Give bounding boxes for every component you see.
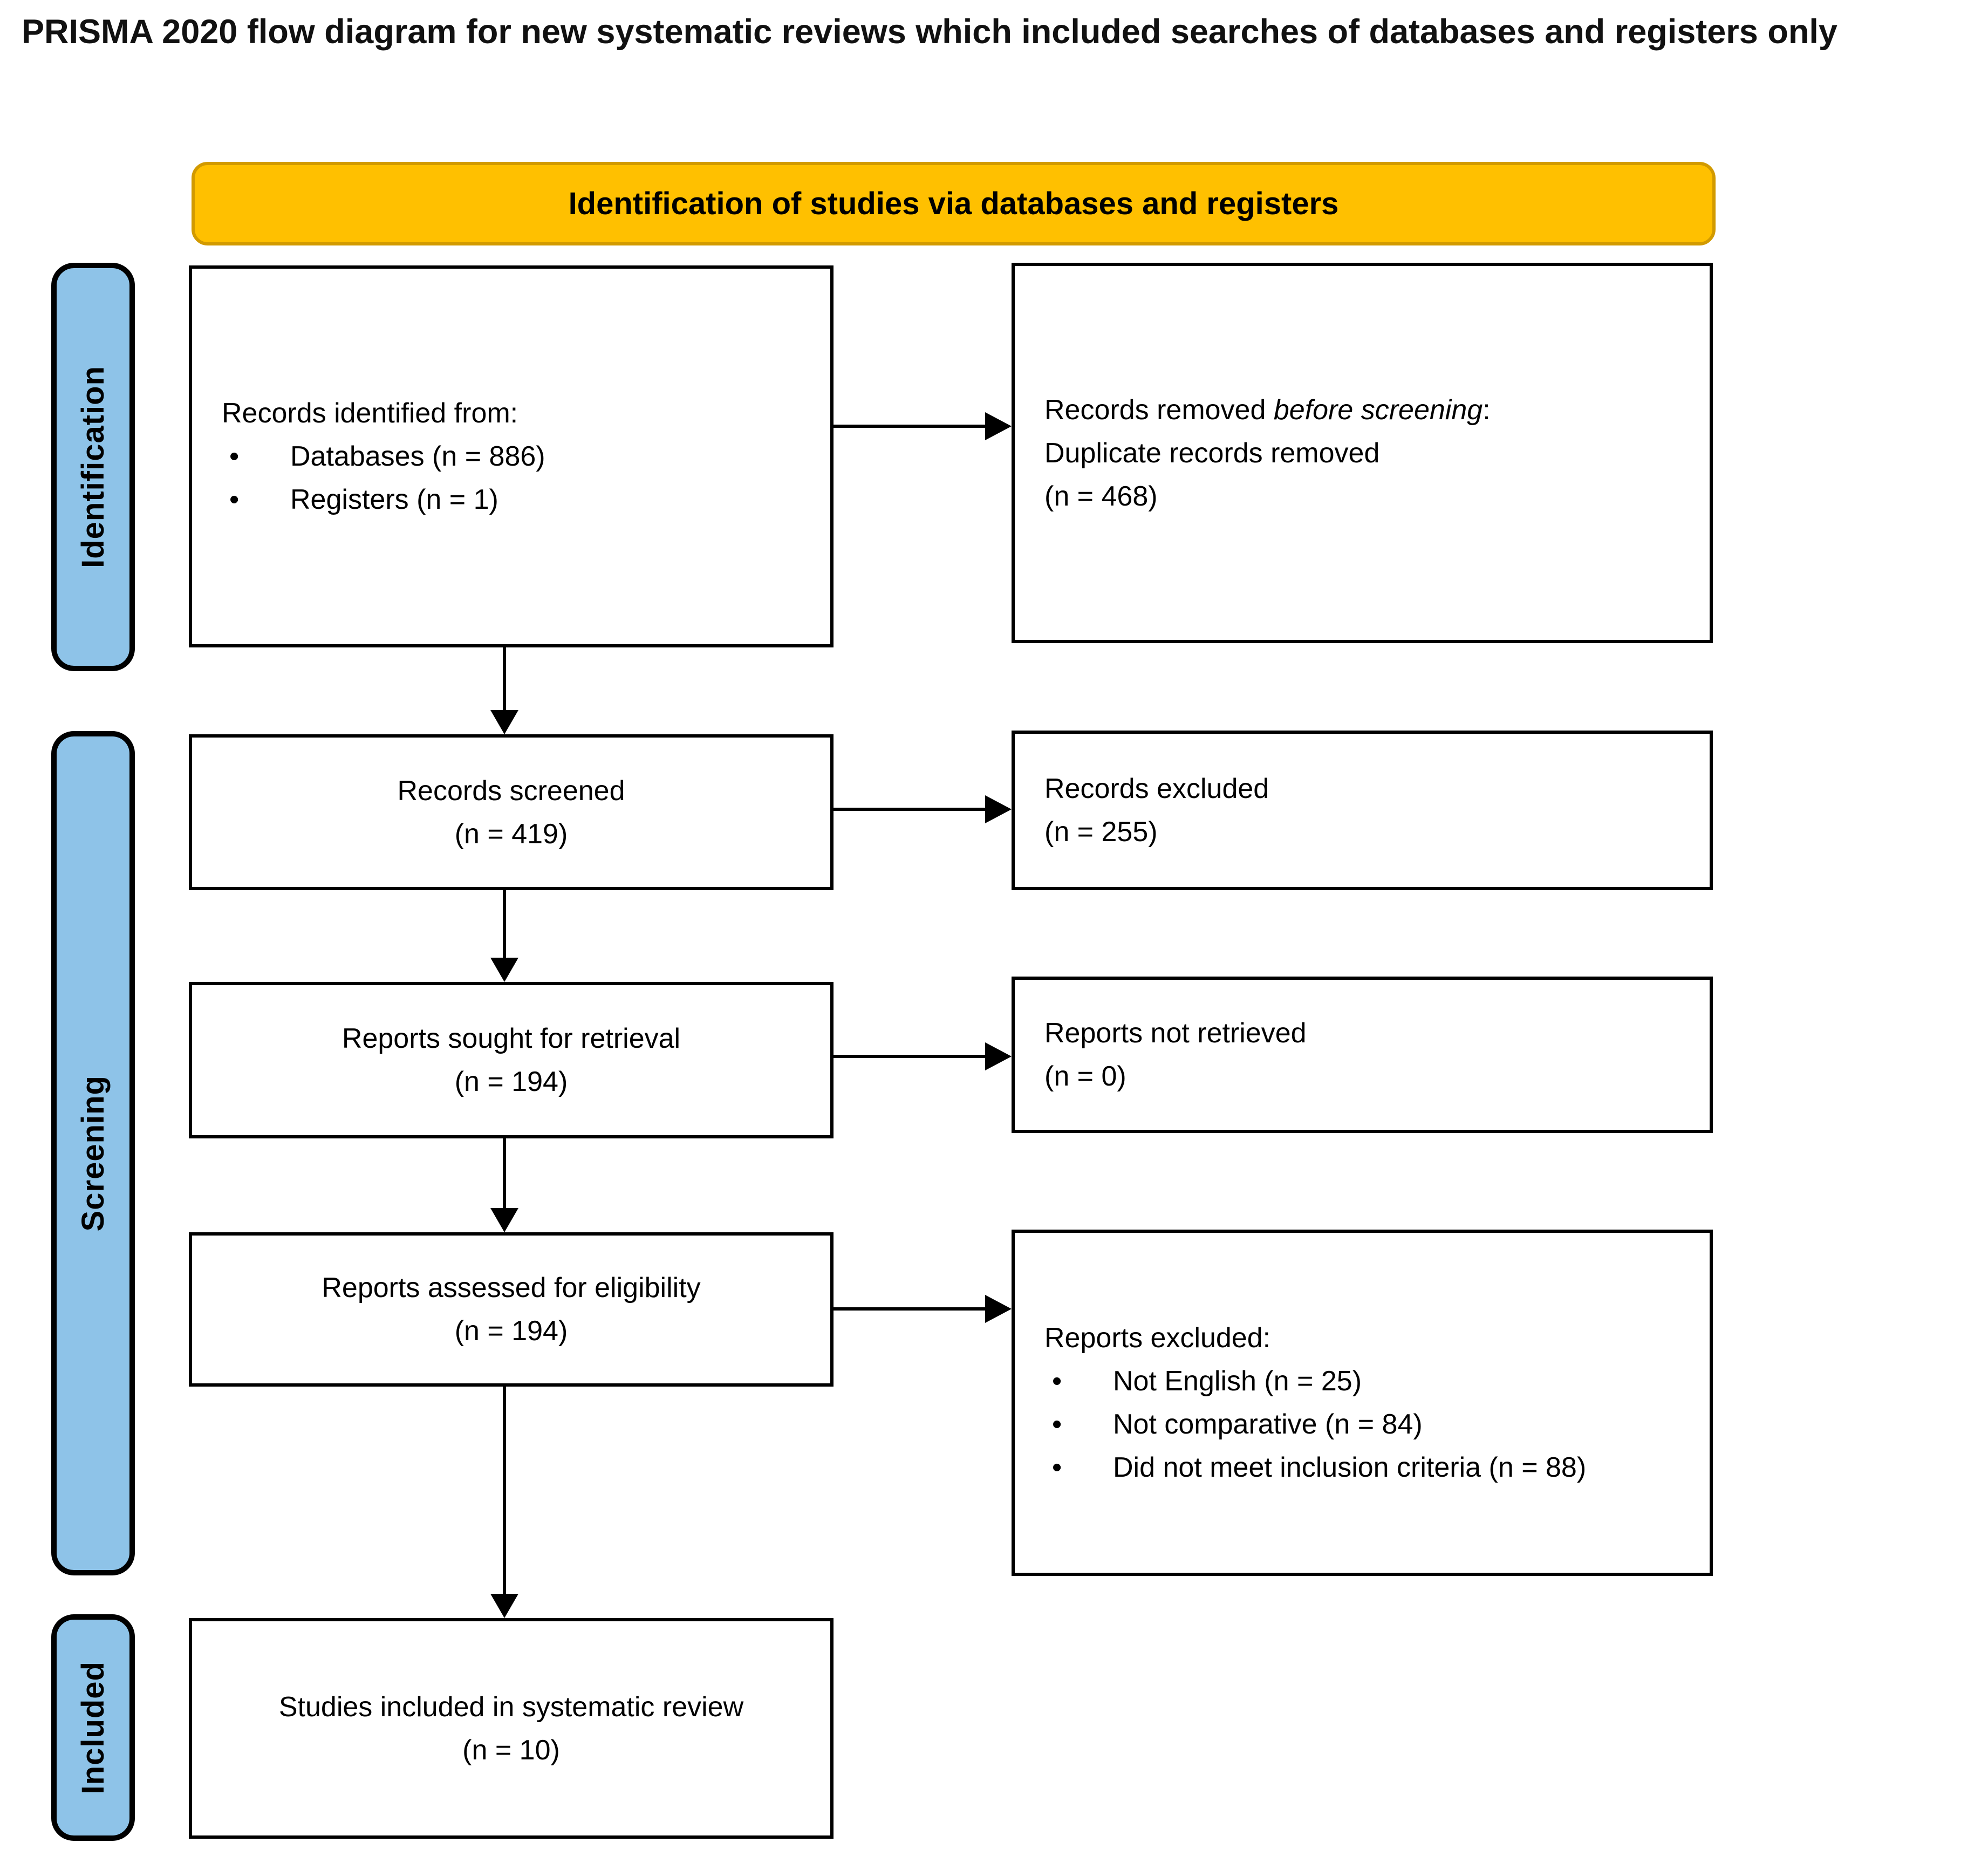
identification-header-banner: Identification of studies via databases … [192, 162, 1716, 245]
bullet-text: Did not meet inclusion criteria (n = 88) [1113, 1452, 1587, 1483]
box-records-screened: Records screened (n = 419) [189, 734, 834, 890]
box-line: Records identified from: [222, 398, 518, 429]
box-line: (n = 255) [1044, 816, 1158, 848]
connector-line [834, 1307, 987, 1311]
box-line: Reports assessed for eligibility [322, 1272, 701, 1304]
arrow-down-icon [490, 1208, 518, 1232]
bullet-item: • Not English (n = 25) [1044, 1360, 1362, 1403]
box-line: Records excluded [1044, 773, 1269, 804]
arrow-down-icon [490, 1594, 518, 1618]
box-line-segment: : [1483, 394, 1491, 426]
box-line: (n = 194) [454, 1066, 568, 1097]
box-reports-excluded: Reports excluded: • Not English (n = 25)… [1012, 1230, 1713, 1576]
box-line: (n = 0) [1044, 1061, 1126, 1092]
box-records-excluded: Records excluded (n = 255) [1012, 731, 1713, 890]
connector-line [503, 890, 506, 959]
bullet-item: • Did not meet inclusion criteria (n = 8… [1044, 1446, 1586, 1489]
box-line-segment: Records removed [1044, 394, 1274, 426]
box-line: Records removed before screening: [1044, 388, 1491, 432]
bullet-text: Databases (n = 886) [290, 441, 545, 472]
arrow-right-icon [985, 412, 1012, 440]
box-line: (n = 468) [1044, 480, 1158, 512]
stage-label-included-text: Included [76, 1661, 111, 1794]
connector-line [503, 647, 506, 711]
stage-label-screening: Screening [51, 731, 135, 1575]
bullet-dot-icon: • [229, 441, 240, 472]
page-title: PRISMA 2020 flow diagram for new systema… [22, 13, 1837, 51]
arrow-down-icon [490, 710, 518, 734]
bullet-text: Not English (n = 25) [1113, 1366, 1362, 1397]
bullet-item: • Not comparative (n = 84) [1044, 1403, 1423, 1446]
box-line: Reports not retrieved [1044, 1018, 1307, 1049]
box-studies-included: Studies included in systematic review (n… [189, 1618, 834, 1839]
connector-line [503, 1387, 506, 1594]
connector-line [834, 425, 987, 428]
box-records-identified: Records identified from: • Databases (n … [189, 265, 834, 647]
box-reports-not-retrieved: Reports not retrieved (n = 0) [1012, 977, 1713, 1133]
box-line-italic-segment: before screening [1273, 394, 1483, 426]
stage-label-included: Included [51, 1614, 135, 1841]
arrow-right-icon [985, 1295, 1012, 1323]
box-line: Reports sought for retrieval [341, 1023, 681, 1054]
connector-line [834, 808, 987, 811]
bullet-text: Registers (n = 1) [290, 484, 498, 515]
box-line: (n = 10) [462, 1734, 560, 1766]
arrow-right-icon [985, 1042, 1012, 1070]
bullet-text: Not comparative (n = 84) [1113, 1409, 1423, 1440]
box-line: Duplicate records removed [1044, 437, 1380, 469]
box-reports-sought: Reports sought for retrieval (n = 194) [189, 982, 834, 1138]
box-line: Records screened [397, 775, 625, 807]
stage-label-identification-text: Identification [76, 366, 111, 568]
arrow-right-icon [985, 795, 1012, 823]
connector-line [834, 1055, 987, 1058]
stage-label-identification: Identification [51, 263, 135, 671]
bullet-dot-icon: • [229, 484, 240, 515]
box-line: Studies included in systematic review [278, 1691, 744, 1723]
stage-label-screening-text: Screening [76, 1075, 111, 1232]
box-reports-assessed: Reports assessed for eligibility (n = 19… [189, 1232, 834, 1387]
box-records-removed: Records removed before screening: Duplic… [1012, 263, 1713, 643]
bullet-item: • Databases (n = 886) [222, 435, 545, 478]
box-line: (n = 419) [454, 818, 568, 850]
box-line: (n = 194) [454, 1315, 568, 1347]
bullet-dot-icon: • [1052, 1409, 1062, 1440]
bullet-item: • Registers (n = 1) [222, 478, 498, 521]
bullet-dot-icon: • [1052, 1366, 1062, 1397]
arrow-down-icon [490, 958, 518, 982]
box-line: Reports excluded: [1044, 1322, 1271, 1354]
bullet-dot-icon: • [1052, 1452, 1062, 1483]
connector-line [503, 1138, 506, 1209]
identification-header-label: Identification of studies via databases … [568, 186, 1339, 221]
